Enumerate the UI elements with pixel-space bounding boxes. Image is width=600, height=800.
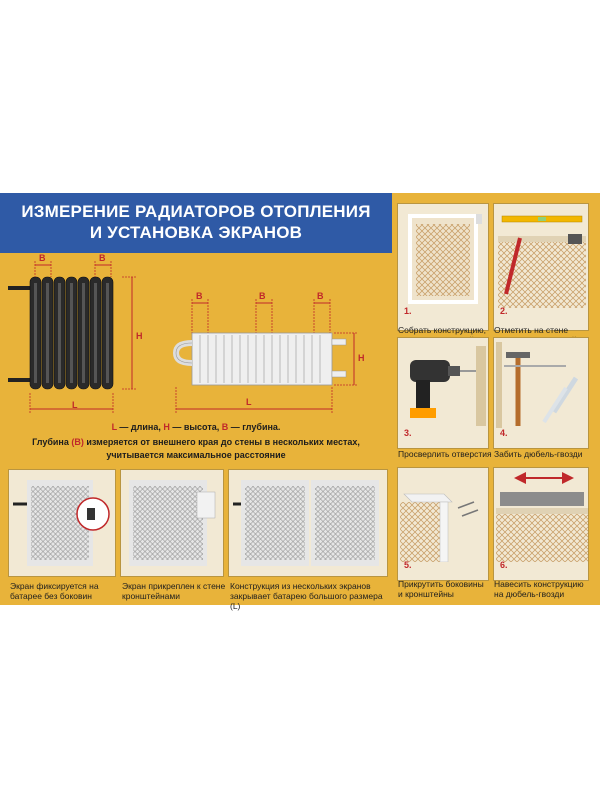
screen-frame-icon (408, 214, 482, 304)
title-banner: ИЗМЕРЕНИЕ РАДИАТОРОВ ОТОПЛЕНИЯ И УСТАНОВ… (0, 193, 392, 253)
step-card-2: 2. (493, 203, 589, 331)
title-line-1: ИЗМЕРЕНИЕ РАДИАТОРОВ ОТОПЛЕНИЯ (21, 202, 371, 221)
cast-iron-radiator-illustration (8, 261, 136, 413)
step-number-2: 2. (500, 306, 508, 316)
dim-label-b-4: В (259, 291, 266, 301)
step-number-1: 1. (404, 306, 412, 316)
step-card-5: 5. (397, 467, 489, 581)
dim-label-l-2: L (246, 397, 252, 407)
dim-label-b-5: В (317, 291, 324, 301)
step-number-3: 3. (404, 428, 412, 438)
variant-card-2 (120, 469, 224, 577)
hang-screen-icon (496, 472, 588, 562)
depth-note-c: измеряется от внешнего края до стены в н… (83, 437, 360, 447)
step-number-4: 4. (500, 428, 508, 438)
step-card-6: 6. (493, 467, 589, 581)
dim-label-b-3: В (196, 291, 203, 301)
legend-b-key: В (221, 422, 229, 432)
variant-card-1 (8, 469, 116, 577)
step-card-3: 3. (397, 337, 489, 449)
step-card-1: 1. (397, 203, 489, 331)
hammer-dowel-icon (496, 342, 579, 428)
depth-note-line-1: Глубина (В) измеряется от внешнего края … (0, 437, 392, 447)
depth-note-b: (В) (71, 437, 84, 447)
variant-card-3 (228, 469, 388, 577)
screen-on-radiator-icon (13, 480, 110, 566)
dim-label-b-1: В (39, 253, 46, 263)
dimension-legend: L — длина, Н — высота, В — глубина. (0, 422, 392, 432)
dim-label-l-1: L (72, 400, 78, 410)
legend-h-key: Н (163, 422, 170, 432)
step-card-4: 4. (493, 337, 589, 449)
depth-note-line-2: учитывается максимальное расстояние (106, 450, 286, 460)
level-marking-icon (498, 215, 586, 308)
poster: ИЗМЕРЕНИЕ РАДИАТОРОВ ОТОПЛЕНИЯ И УСТАНОВ… (0, 193, 600, 611)
legend-l-key: L (111, 422, 117, 432)
variant-caption-2: Экран прикреплен к стене кронштейнами (122, 581, 226, 601)
dim-label-h-1: Н (136, 331, 143, 341)
legend-b-text: — глубина. (228, 422, 281, 432)
side-panel-screw-icon (400, 493, 479, 562)
step-caption-6: Навесить конструкцию на дюбель-гвозди (494, 579, 584, 599)
dim-label-b-2: В (99, 253, 106, 263)
drill-icon (410, 346, 486, 426)
step-caption-4: Забить дюбель-гвозди (494, 449, 583, 459)
step-number-6: 6. (500, 560, 508, 570)
variant-caption-1: Экран фиксируется на батарее без боковин (10, 581, 99, 601)
panel-radiator-illustration (172, 299, 358, 413)
step-number-5: 5. (404, 560, 412, 570)
depth-note-a: Глубина (32, 437, 72, 447)
title-line-2: И УСТАНОВКА ЭКРАНОВ (89, 223, 303, 242)
variant-caption-3: Конструкция из нескольких экранов закрыв… (230, 581, 383, 611)
screen-wall-bracket-icon (129, 480, 216, 566)
dim-label-h-2: Н (358, 353, 365, 363)
step-caption-5: Прикрутить боковины и кронштейны (398, 579, 484, 599)
legend-h-text: — высота, (169, 422, 222, 432)
multiple-screens-icon (233, 480, 379, 566)
legend-l-text: — длина, (116, 422, 164, 432)
step-caption-3: Просверлить отверстия (398, 449, 492, 459)
